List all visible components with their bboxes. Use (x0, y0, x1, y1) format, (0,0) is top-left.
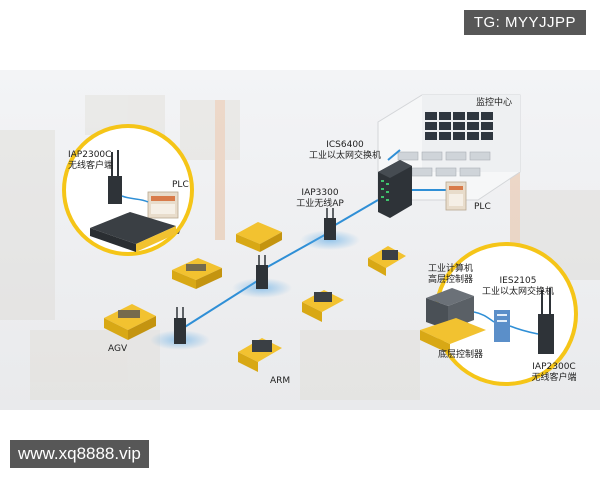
arm-label: ARM (270, 376, 291, 386)
control-center-room (377, 94, 521, 201)
watermark-bottom: www.xq8888.vip (10, 440, 149, 468)
arm-robot-icon (238, 338, 282, 372)
agv-vehicle-icon (172, 258, 222, 289)
ics6400-label: ICS6400 工业以太网交换机 (300, 140, 390, 162)
ies2105-model: IES2105 (499, 276, 537, 286)
iap2300c-right-label: IAP2300C 无线客户端 (524, 362, 584, 384)
watermark-top: TG: MYYJJPP (463, 10, 586, 35)
iap2300c-left-model: IAP2300C (68, 150, 112, 160)
callout-circle-left (62, 124, 194, 256)
industrial-pc-label: 工业计算机 高层控制器 (428, 264, 473, 286)
ics6400-desc: 工业以太网交换机 (308, 151, 381, 161)
agv-closeup-icon (90, 212, 176, 252)
iap2300c-right-desc: 无线客户端 (531, 373, 577, 383)
ies2105-switch-icon (494, 310, 510, 342)
mobile-robot-icon (368, 246, 406, 276)
plc-right-icon (445, 181, 467, 211)
iap2300c-client-right-icon (538, 288, 554, 354)
iap2300c-client-icon (108, 150, 122, 204)
iap3300-label: IAP3300 工业无线AP (288, 188, 352, 210)
lower-controller-label: 底层控制器 (438, 350, 484, 360)
ies2105-label: IES2105 工业以太网交换机 (476, 276, 560, 298)
iap3300-model: IAP3300 (301, 188, 339, 198)
control-center-label: 监控中心 (476, 98, 513, 108)
iap3300-desc: 工业无线AP (296, 199, 344, 209)
iap2300c-left-label: IAP2300C 无线客户端 (68, 150, 113, 172)
warehouse-shelves (0, 95, 600, 400)
operator-desks (397, 151, 491, 177)
iap3300-ap-icon (324, 208, 336, 240)
mobile-robot-icon (302, 290, 344, 322)
agv-label: AGV (108, 344, 128, 354)
plc-right-label: PLC (474, 202, 491, 212)
ies2105-desc: 工业以太网交换机 (481, 287, 554, 297)
industrial-pc-icon (426, 288, 474, 330)
video-wall (425, 112, 493, 140)
wireless-ap-mid-icon (256, 255, 268, 289)
wireless-ap-low-icon (174, 307, 186, 344)
upper-controller-text: 高层控制器 (428, 275, 474, 285)
iap2300c-right-model: IAP2300C (532, 362, 576, 372)
industrial-pc-text: 工业计算机 (428, 264, 474, 274)
plc-left-icon (147, 191, 179, 219)
agv-vehicle-icon (104, 304, 156, 340)
robot-base-icon (420, 318, 486, 354)
ics6400-switch-icon (378, 160, 412, 218)
iap2300c-left-desc: 无线客户端 (68, 161, 114, 171)
ics6400-model: ICS6400 (326, 140, 364, 150)
callout-circle-right (420, 242, 578, 386)
plc-left-label: PLC (172, 180, 189, 190)
